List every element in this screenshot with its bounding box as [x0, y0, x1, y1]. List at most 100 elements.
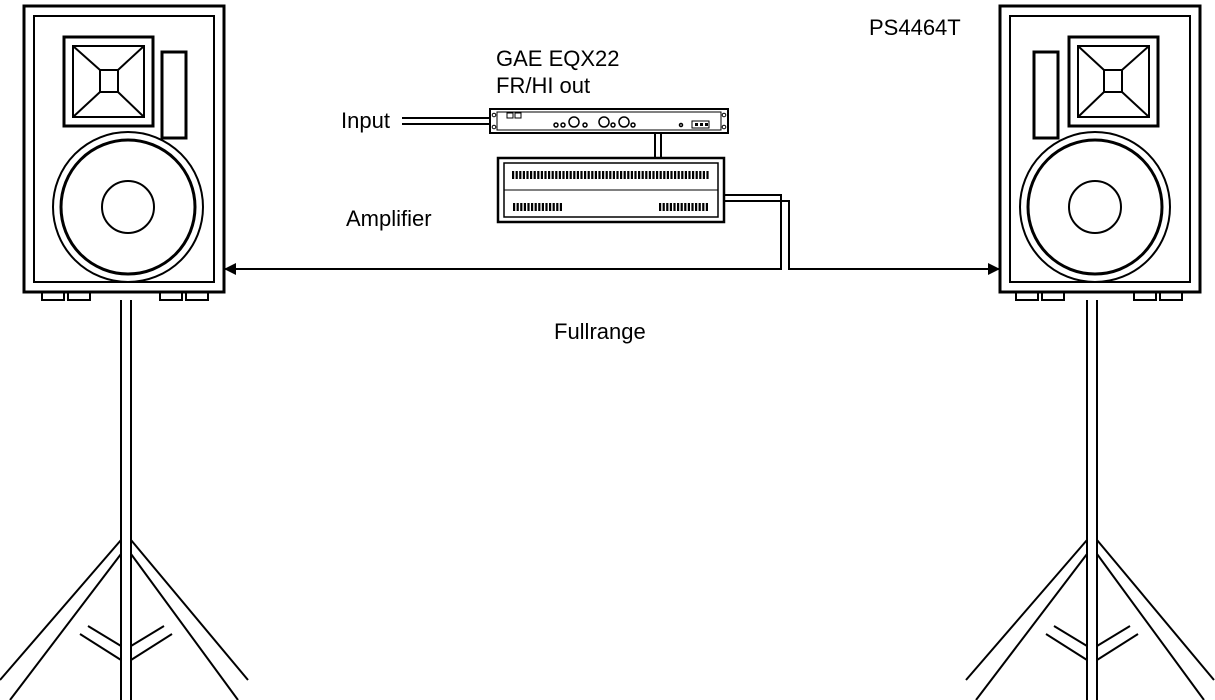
left-horn-icon	[62, 35, 155, 128]
vent-slot	[659, 171, 662, 179]
vent-slot	[556, 203, 559, 211]
vent-slot	[684, 171, 687, 179]
vent-slot	[552, 203, 555, 211]
vent-slot	[674, 171, 677, 179]
amplifier-vents-right	[659, 203, 708, 211]
fullrange-label: Fullrange	[554, 319, 646, 344]
processor-name-label: GAE EQX22	[496, 46, 620, 71]
vent-slot	[533, 171, 536, 179]
vent-slot	[673, 203, 676, 211]
vent-slot	[612, 171, 615, 179]
left-speaker	[22, 4, 226, 301]
vent-slot	[659, 203, 662, 211]
vent-slot	[645, 171, 648, 179]
vent-slot	[562, 171, 565, 179]
vent-slot	[648, 171, 651, 179]
vent-slot	[669, 203, 672, 211]
vent-slot	[623, 171, 626, 179]
input-label: Input	[341, 108, 390, 133]
left-port-icon	[160, 50, 188, 140]
right-speaker-cabinet	[998, 4, 1202, 294]
vent-slot	[702, 203, 705, 211]
vent-slot	[523, 203, 526, 211]
vent-slot	[598, 171, 601, 179]
vent-slot	[537, 171, 540, 179]
vent-slot	[663, 171, 666, 179]
vent-slot	[515, 171, 518, 179]
right-arrowhead-icon	[988, 263, 1000, 275]
vent-slot	[551, 171, 554, 179]
right-speaker	[998, 4, 1202, 301]
vent-slot	[638, 171, 641, 179]
vent-slot	[616, 171, 619, 179]
vent-slot	[680, 203, 683, 211]
left-woofer-icon	[52, 131, 204, 283]
vent-slot	[587, 171, 590, 179]
amplifier-label: Amplifier	[346, 206, 432, 231]
vent-slot	[602, 171, 605, 179]
vent-slot	[530, 171, 533, 179]
vent-slot	[706, 171, 709, 179]
vent-slot	[580, 171, 583, 179]
vent-slot	[527, 203, 530, 211]
left-stand-icon	[0, 300, 249, 700]
speaker-model-label: PS4464T	[869, 15, 961, 40]
vent-slot	[534, 203, 537, 211]
vent-slot	[538, 203, 541, 211]
vent-slot	[688, 171, 691, 179]
left-speaker-feet	[41, 291, 209, 301]
vent-slot	[555, 171, 558, 179]
vent-slot	[652, 171, 655, 179]
vent-slot	[591, 171, 594, 179]
vent-slot	[512, 171, 515, 179]
vent-slot	[540, 171, 543, 179]
vent-slot	[559, 203, 562, 211]
left-arrowhead-icon	[224, 263, 236, 275]
vent-slot	[620, 171, 623, 179]
vent-slot	[513, 203, 516, 211]
amplifier-front-panel	[496, 156, 726, 224]
vent-slot	[576, 171, 579, 179]
vent-slot	[566, 171, 569, 179]
vent-slot	[705, 203, 708, 211]
vent-slot	[677, 203, 680, 211]
amplifier-unit	[496, 156, 726, 224]
vent-slot	[670, 171, 673, 179]
vent-slot	[702, 171, 705, 179]
processor-front-panel	[489, 108, 729, 134]
vent-slot	[662, 203, 665, 211]
vent-slot	[666, 203, 669, 211]
vent-slot	[691, 203, 694, 211]
vent-slot	[526, 171, 529, 179]
vent-slot	[520, 203, 523, 211]
left-speaker-cabinet	[22, 4, 226, 294]
vent-slot	[687, 203, 690, 211]
right-woofer-icon	[1019, 131, 1171, 283]
vent-slot	[594, 171, 597, 179]
vent-slot	[609, 171, 612, 179]
vent-slot	[692, 171, 695, 179]
vent-slot	[548, 171, 551, 179]
vent-slot	[627, 171, 630, 179]
vent-slot	[666, 171, 669, 179]
speaker-cable-left	[224, 194, 782, 275]
vent-slot	[698, 203, 701, 211]
amplifier-vents-top	[512, 171, 709, 179]
vent-slot	[569, 171, 572, 179]
vent-slot	[677, 171, 680, 179]
processor-knobs-icon	[553, 116, 684, 128]
vent-slot	[605, 171, 608, 179]
vent-slot	[545, 203, 548, 211]
vent-slot	[573, 171, 576, 179]
speaker-cable-right	[724, 200, 1000, 275]
right-port-icon	[1032, 50, 1060, 140]
processor-connectors-icon	[691, 120, 710, 129]
vent-slot	[558, 171, 561, 179]
vent-slot	[695, 171, 698, 179]
vent-slot	[684, 203, 687, 211]
vent-slot	[531, 203, 534, 211]
processor-output-label: FR/HI out	[496, 73, 591, 98]
vent-slot	[549, 203, 552, 211]
